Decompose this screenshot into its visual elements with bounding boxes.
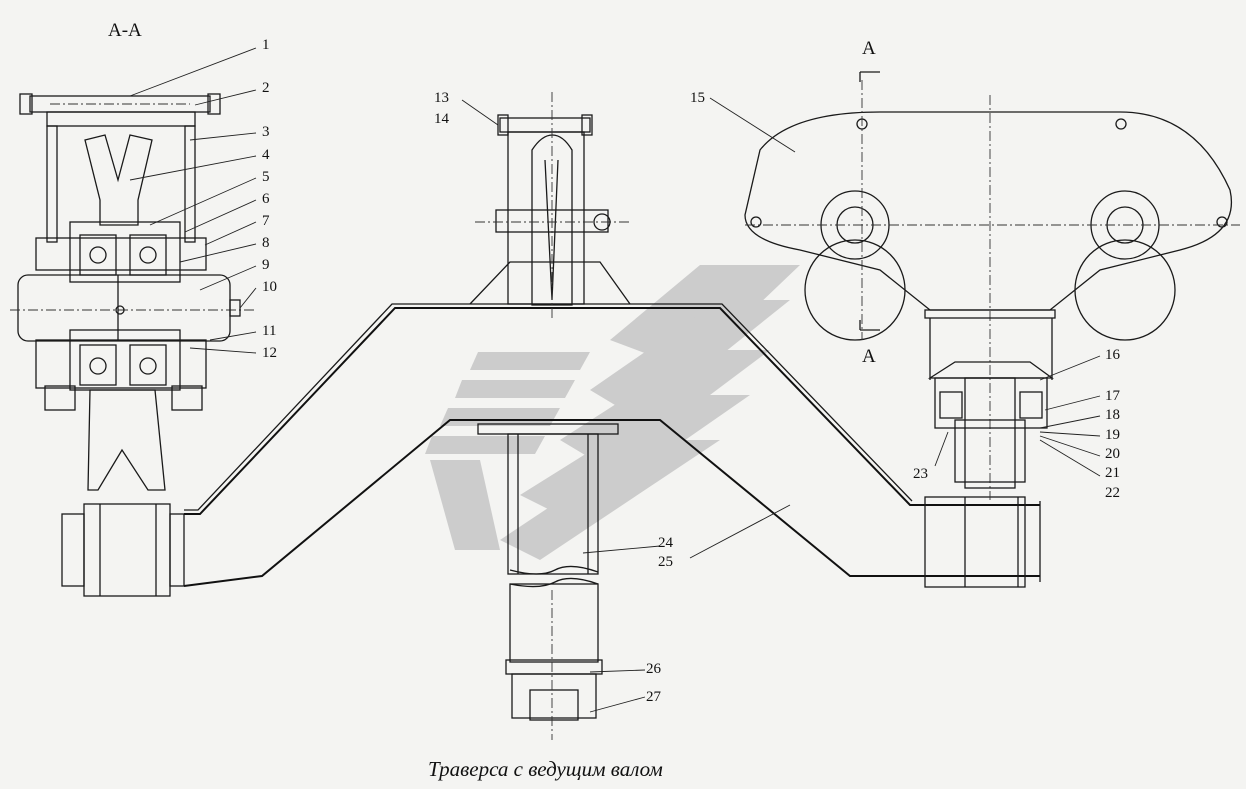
callout-6: 6 [262, 191, 270, 207]
callout-18: 18 [1105, 407, 1120, 423]
callout-13: 13 [434, 90, 449, 106]
callout-24: 24 [658, 535, 673, 551]
callout-12: 12 [262, 345, 277, 361]
section-a-a [10, 93, 255, 491]
traverse-beam [183, 303, 1041, 588]
callout-27: 27 [646, 689, 661, 705]
leader-lines [129, 47, 1101, 713]
left-tube [61, 503, 185, 597]
callout-23: 23 [913, 466, 928, 482]
callout-5: 5 [262, 169, 270, 185]
callout-17: 17 [1105, 388, 1120, 404]
center-column [477, 423, 619, 740]
callout-20: 20 [1105, 446, 1120, 462]
right-housing [744, 71, 1240, 500]
callout-4: 4 [262, 147, 270, 163]
callout-11: 11 [262, 323, 277, 339]
callout-25: 25 [658, 554, 673, 570]
watermark-logo [425, 265, 800, 560]
callout-15: 15 [690, 90, 705, 106]
section-title: А-А [108, 20, 142, 41]
callout-16: 16 [1105, 347, 1120, 363]
drawing-caption: Траверса с ведущим валом [428, 757, 663, 781]
callout-19: 19 [1105, 427, 1120, 443]
callout-9: 9 [262, 257, 270, 273]
section-mark-top: А [862, 38, 876, 59]
callout-14: 14 [434, 111, 449, 127]
section-mark-bottom: А [862, 346, 876, 367]
callout-7: 7 [262, 213, 270, 229]
callout-21: 21 [1105, 465, 1120, 481]
callout-26: 26 [646, 661, 661, 677]
callout-2: 2 [262, 80, 270, 96]
center-pulley-block [469, 92, 631, 320]
callout-1: 1 [262, 37, 270, 53]
callout-22: 22 [1105, 485, 1120, 501]
callout-3: 3 [262, 124, 270, 140]
callout-8: 8 [262, 235, 270, 251]
callout-10: 10 [262, 279, 277, 295]
